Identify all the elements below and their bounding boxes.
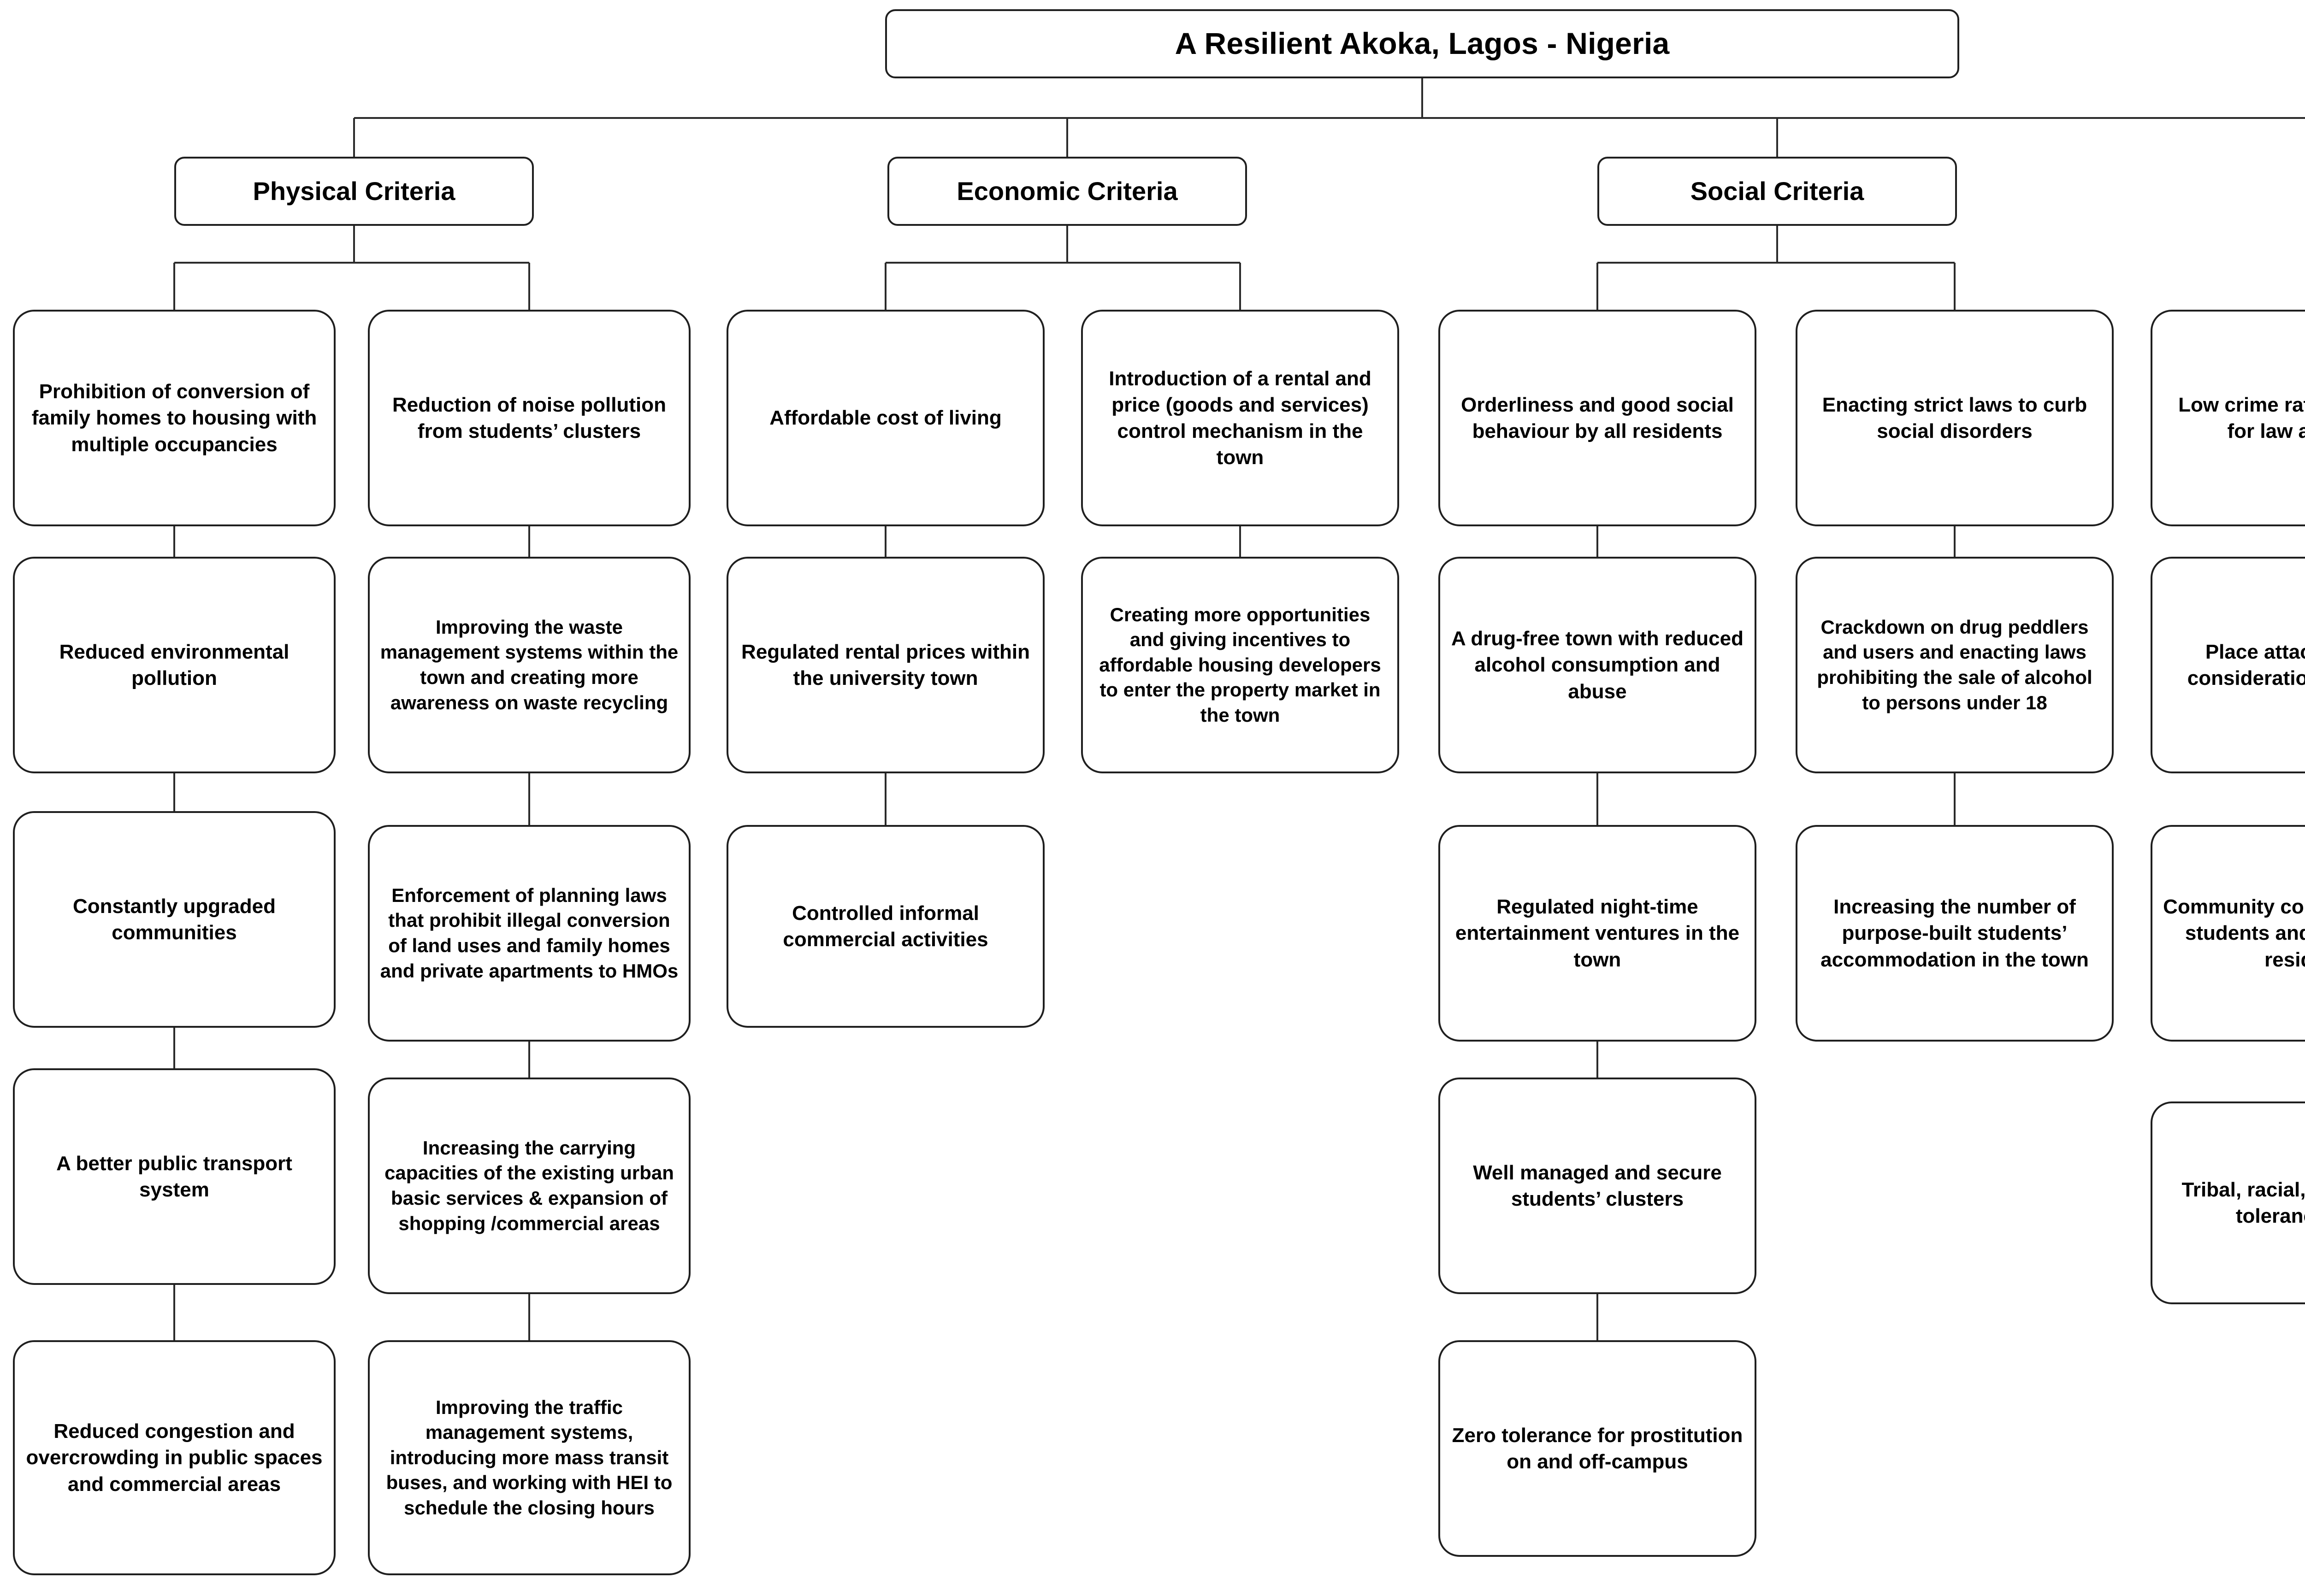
leaf-node-economic-left-0[interactable]: Affordable cost of living	[727, 310, 1045, 526]
connector-vertical	[1954, 263, 1956, 310]
criteria-node-1[interactable]: Economic Criteria	[887, 157, 1247, 226]
connector-horizontal	[886, 262, 1240, 264]
leaf-node-physical-right-2[interactable]: Enforcement of planning laws that prohib…	[368, 825, 691, 1042]
connector-vertical	[1596, 773, 1598, 825]
connector-vertical	[528, 1042, 530, 1078]
leaf-node-physical-right-3[interactable]: Increasing the carrying capacities of th…	[368, 1078, 691, 1294]
connector-horizontal	[354, 117, 2305, 119]
leaf-node-economic-right-0[interactable]: Introduction of a rental and price (good…	[1081, 310, 1399, 526]
connector-vertical	[173, 526, 175, 557]
leaf-node-physical-left-2[interactable]: Constantly upgraded communities	[13, 811, 336, 1028]
criteria-node-0[interactable]: Physical Criteria	[174, 157, 534, 226]
connector-vertical	[528, 1294, 530, 1340]
leaf-node-physical-left-4[interactable]: Reduced congestion and overcrowding in p…	[13, 1340, 336, 1575]
leaf-node-physical-left-1[interactable]: Reduced environmental pollution	[13, 557, 336, 773]
connector-vertical	[353, 226, 355, 263]
leaf-node-social-right-0[interactable]: Enacting strict laws to curb social diso…	[1796, 310, 2114, 526]
leaf-node-physical-left-3[interactable]: A better public transport system	[13, 1068, 336, 1285]
connector-vertical	[1596, 263, 1598, 310]
connector-vertical	[173, 773, 175, 811]
leaf-node-cultural-left-2[interactable]: Community cohesion between students and …	[2151, 825, 2305, 1042]
connector-vertical	[1421, 78, 1423, 118]
leaf-node-physical-right-0[interactable]: Reduction of noise pollution from studen…	[368, 310, 691, 526]
connector-vertical	[1776, 226, 1778, 263]
connector-vertical	[173, 1285, 175, 1340]
connector-vertical	[885, 263, 887, 310]
leaf-node-physical-right-4[interactable]: Improving the traffic management systems…	[368, 1340, 691, 1575]
leaf-node-social-right-1[interactable]: Crackdown on drug peddlers and users and…	[1796, 557, 2114, 773]
connector-vertical	[1596, 526, 1598, 557]
connector-horizontal	[174, 262, 529, 264]
connector-vertical	[528, 773, 530, 825]
connector-vertical	[1066, 226, 1068, 263]
leaf-node-cultural-left-0[interactable]: Low crime rate and respect for law and o…	[2151, 310, 2305, 526]
criteria-node-2[interactable]: Social Criteria	[1597, 157, 1957, 226]
connector-vertical	[1776, 118, 1778, 157]
connector-vertical	[1596, 1294, 1598, 1340]
connector-vertical	[1954, 773, 1956, 825]
connector-vertical	[528, 526, 530, 557]
connector-vertical	[885, 773, 887, 825]
leaf-node-social-left-3[interactable]: Well managed and secure students’ cluste…	[1438, 1078, 1756, 1294]
connector-vertical	[1954, 526, 1956, 557]
leaf-node-economic-left-1[interactable]: Regulated rental prices within the unive…	[727, 557, 1045, 773]
connector-horizontal	[1597, 262, 1955, 264]
connector-vertical	[353, 118, 355, 157]
leaf-node-social-left-2[interactable]: Regulated night-time entertainment ventu…	[1438, 825, 1756, 1042]
root-node[interactable]: A Resilient Akoka, Lagos - Nigeria	[885, 9, 1959, 78]
leaf-node-social-right-2[interactable]: Increasing the number of purpose-built s…	[1796, 825, 2114, 1042]
connector-vertical	[1239, 526, 1241, 557]
connector-vertical	[1066, 118, 1068, 157]
leaf-node-cultural-left-1[interactable]: Place attachment and considerations for …	[2151, 557, 2305, 773]
connector-vertical	[1239, 263, 1241, 310]
leaf-node-physical-right-1[interactable]: Improving the waste management systems w…	[368, 557, 691, 773]
connector-vertical	[885, 526, 887, 557]
connector-vertical	[1596, 1042, 1598, 1078]
leaf-node-economic-right-1[interactable]: Creating more opportunities and giving i…	[1081, 557, 1399, 773]
leaf-node-social-left-1[interactable]: A drug-free town with reduced alcohol co…	[1438, 557, 1756, 773]
leaf-node-cultural-left-3[interactable]: Tribal, racial, and religious tolerance …	[2151, 1101, 2305, 1304]
connector-vertical	[173, 263, 175, 310]
connector-vertical	[528, 263, 530, 310]
leaf-node-social-left-0[interactable]: Orderliness and good social behaviour by…	[1438, 310, 1756, 526]
leaf-node-physical-left-0[interactable]: Prohibition of conversion of family home…	[13, 310, 336, 526]
leaf-node-economic-left-2[interactable]: Controlled informal commercial activitie…	[727, 825, 1045, 1028]
connector-vertical	[173, 1028, 175, 1068]
leaf-node-social-left-4[interactable]: Zero tolerance for prostitution on and o…	[1438, 1340, 1756, 1557]
